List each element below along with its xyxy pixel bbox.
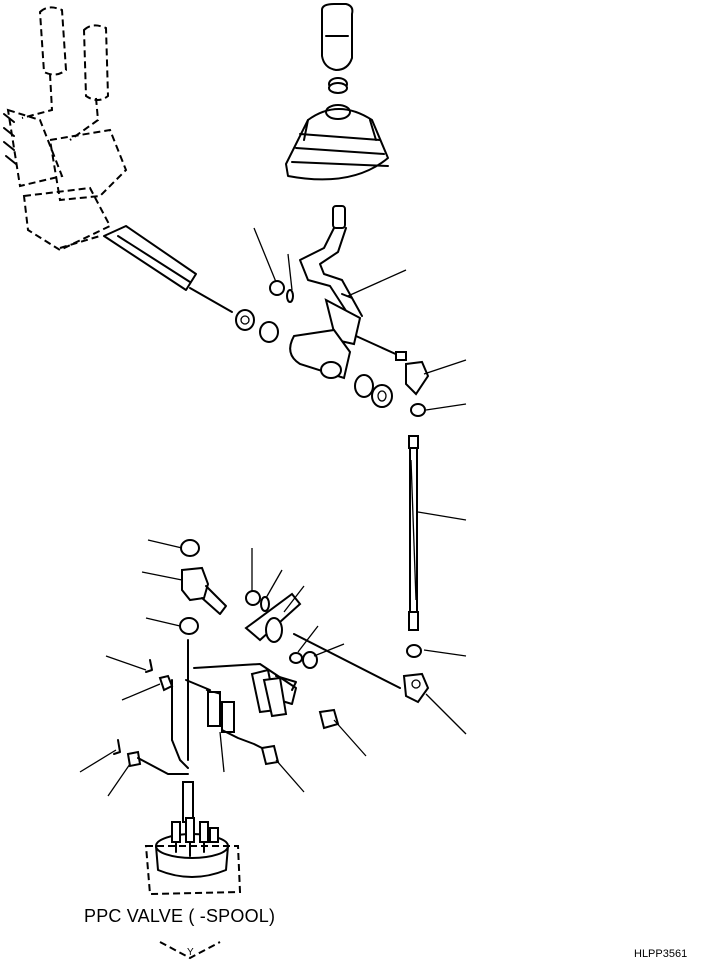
- drawing-code: HLPP3561: [634, 948, 688, 960]
- upper-lever-hardware: [235, 205, 430, 417]
- view-arrow: [159, 941, 221, 960]
- lever-assembly-dashed: [3, 6, 233, 313]
- ppc-valve: [144, 817, 242, 896]
- ppc-valve-caption: PPC VALVE ( -SPOOL): [84, 906, 276, 926]
- connecting-rod: [402, 435, 430, 704]
- lower-linkage: [113, 539, 401, 823]
- knob-and-boot: [285, 3, 389, 181]
- leader-lines: [79, 227, 467, 797]
- view-arrow-label: Y: [187, 947, 194, 958]
